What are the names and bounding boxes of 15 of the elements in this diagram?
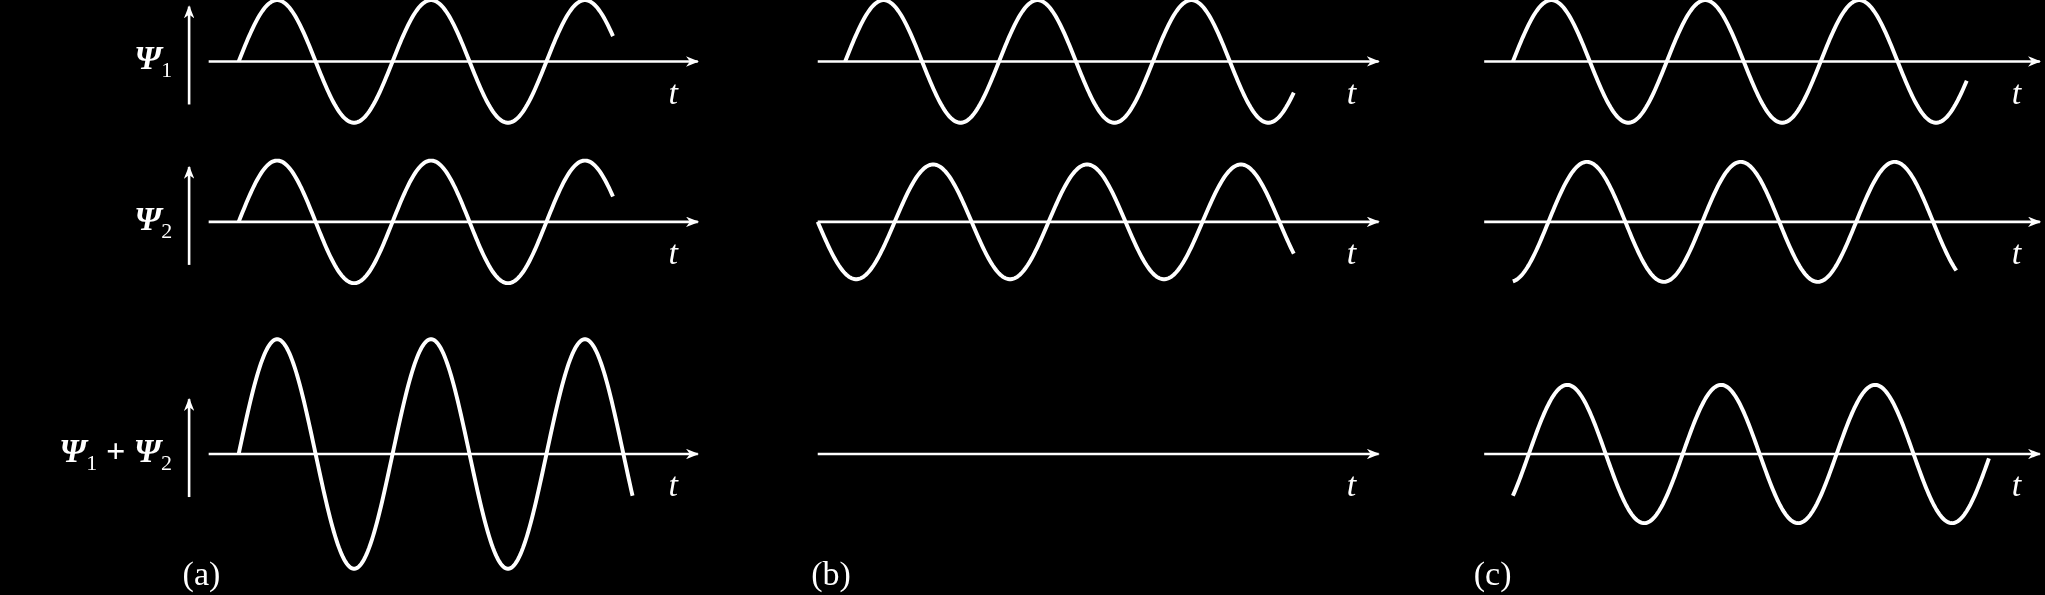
axis-label: t (668, 236, 678, 270)
axis-label: t (1346, 236, 1357, 270)
axis-label: t (668, 468, 678, 503)
axis-label: Ψ$_{1}$ (134, 41, 173, 82)
panel-label: (a) (182, 556, 221, 591)
panel-label: (b) (811, 556, 851, 591)
axis-label: Ψ$_{2}$ (134, 201, 173, 242)
axis-label: t (2011, 75, 2022, 110)
axis-label: t (1346, 468, 1357, 503)
axis-label: t (1346, 75, 1357, 110)
axis-label: t (2011, 236, 2022, 270)
panel-label: (c) (1473, 556, 1512, 591)
axis-label: t (2011, 468, 2022, 503)
axis-label: t (668, 75, 678, 110)
axis-label: Ψ$_{1}$ + Ψ$_{2}$ (59, 433, 172, 474)
